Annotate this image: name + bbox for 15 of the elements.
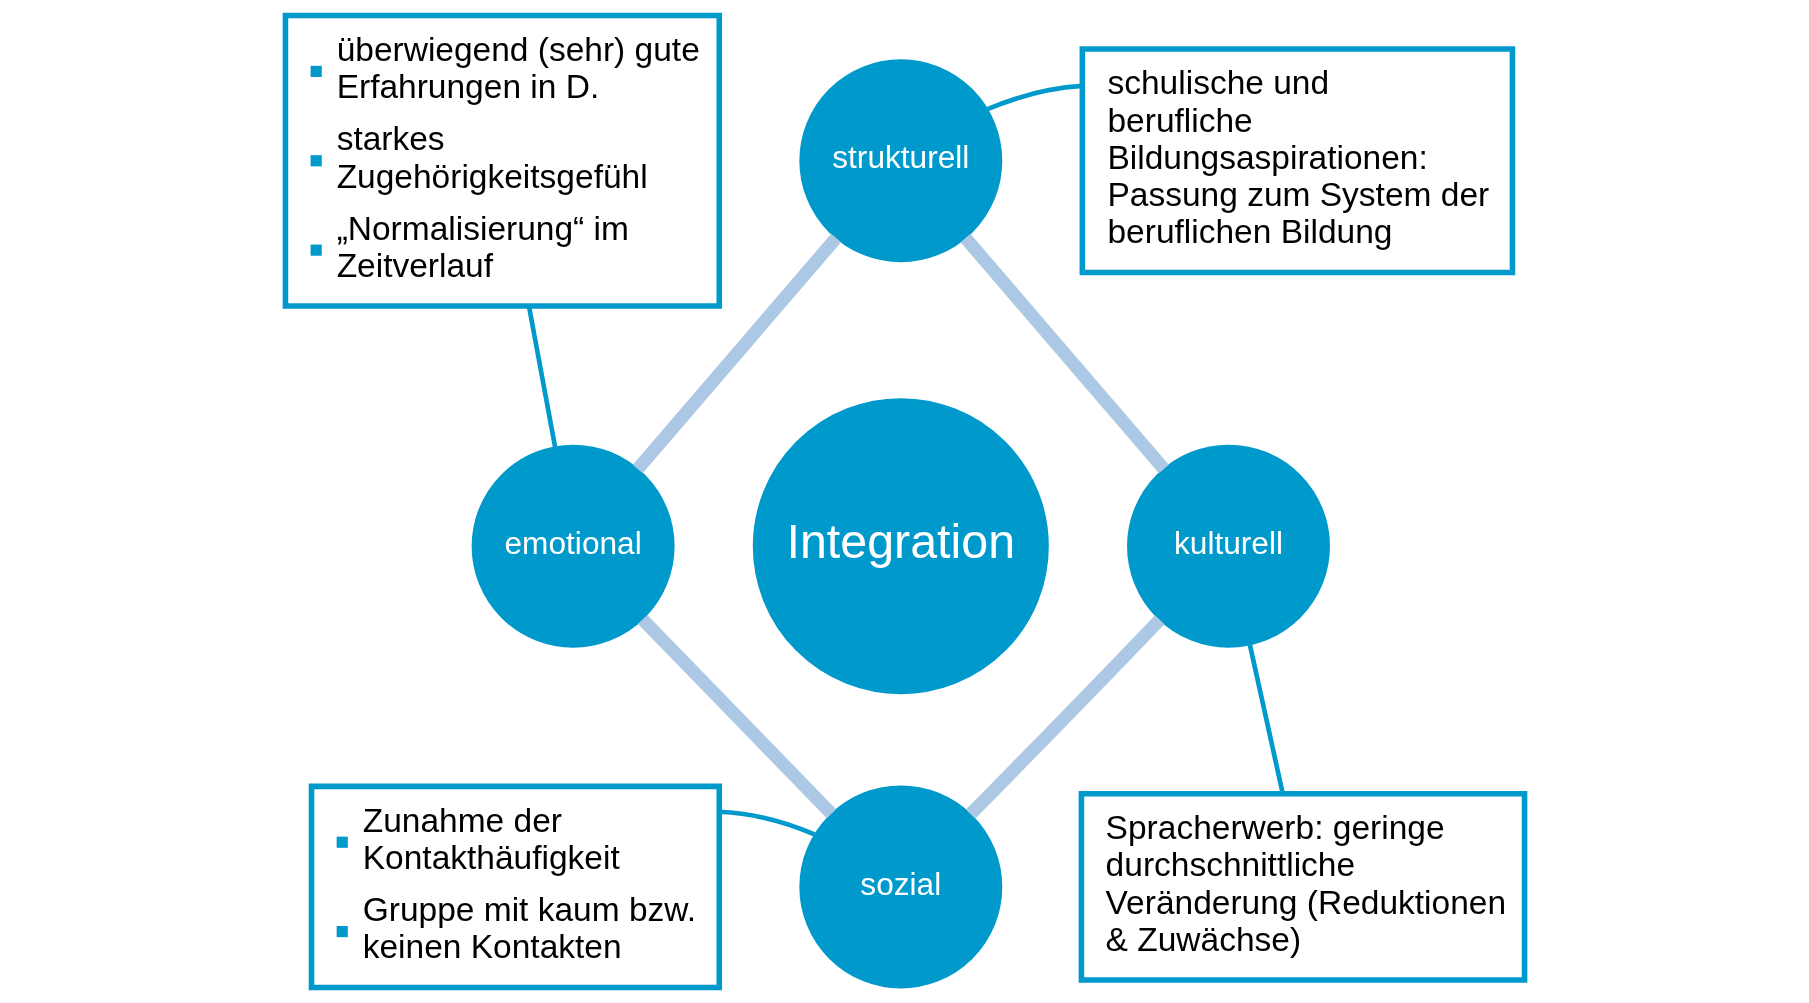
connector [526,305,557,448]
node-circle: strukturell [798,59,1002,263]
connector [986,83,1082,112]
node-circle: kulturell [1126,444,1330,648]
node-box: Zunahme der Kontakthäufigkeit Gruppe mit kaum bzw. keinen Kontakten [308,783,722,991]
node-box: schulische und berufliche Bildungsaspirationen: Passung zum System der beruflichen Bildung [1079,46,1515,276]
node-circle: sozial [798,785,1002,989]
connector [632,233,841,474]
node-circle: emotional [471,444,675,648]
node-box: Spracherwerb: geringe durchschnittliche Veränderung (Reduktionen & Zuwächse) [1078,791,1527,983]
node-box: überwiegend (sehr) gute Erfahrungen in D. starkes Zugehörigkeitsgefühl „Normalisierung“ im Zeitverlauf [282,12,722,309]
connector [960,233,1169,474]
connector [965,615,1164,819]
node-circle: Integration [752,398,1049,695]
connector [637,615,836,819]
